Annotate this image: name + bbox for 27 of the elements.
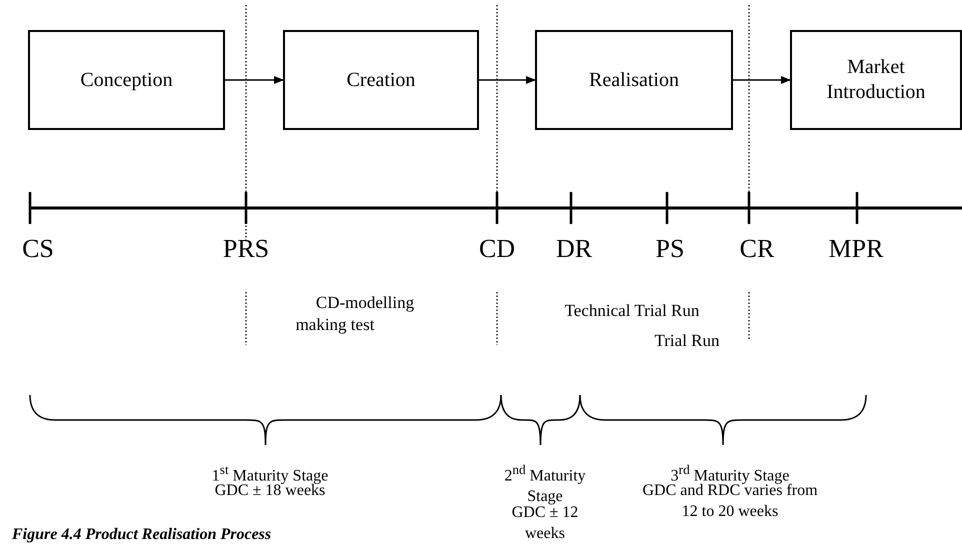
arrow (733, 76, 791, 84)
activity-note: Technical Trial Run (564, 300, 700, 322)
phase-name: Realisation (588, 68, 680, 92)
process-box (790, 30, 962, 130)
process-box (28, 30, 225, 130)
milestone-label: CD (478, 233, 516, 265)
milestone-label: MPR (828, 233, 884, 265)
milestone-label: PRS (222, 233, 270, 265)
stage-label: GDC ± 12 weeks (510, 504, 580, 544)
phase-name: Conception (79, 68, 174, 92)
milestone-label: CS (22, 233, 54, 265)
arrow (225, 76, 284, 84)
process-box (535, 30, 733, 130)
arrow (479, 76, 536, 84)
milestone-label: CR (740, 233, 774, 265)
figure-caption: Figure 4.4 Product Realisation Process (12, 526, 272, 544)
phase-name: Market Introduction (826, 55, 926, 105)
activity-note: making test (296, 314, 374, 336)
activity-note: Trial Run (654, 330, 720, 352)
stage-label: 1$^{st}$ Maturity Stage (212, 461, 328, 484)
stage-label: 3$^{rd}$ Maturity Stage (670, 461, 790, 484)
process-box (283, 30, 479, 130)
milestone-label: DR (556, 233, 592, 265)
phase-name: Creation (346, 68, 416, 92)
activity-note: CD-modelling (316, 292, 414, 314)
milestone-label: PS (656, 233, 684, 265)
stage-label: 2$^{nd}$ Maturity Stage (503, 461, 587, 506)
